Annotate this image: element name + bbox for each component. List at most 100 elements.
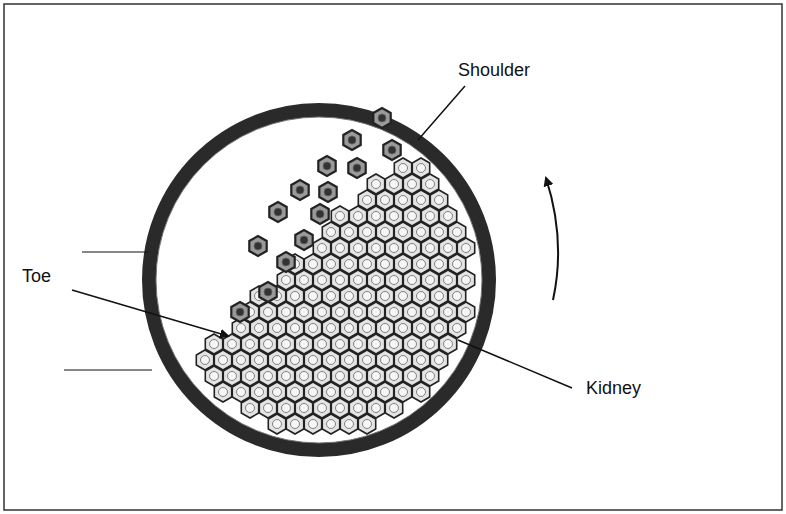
stray-line bbox=[82, 251, 148, 252]
particle-core bbox=[273, 420, 282, 429]
particle-core bbox=[372, 212, 381, 221]
particle-core bbox=[318, 308, 327, 317]
particle-core bbox=[381, 260, 390, 269]
particle-core bbox=[426, 276, 435, 285]
particle-core bbox=[236, 308, 244, 316]
particle-core bbox=[399, 228, 408, 237]
particle-core bbox=[345, 420, 354, 429]
particle-core bbox=[408, 212, 417, 221]
particle-core bbox=[435, 356, 444, 365]
particle-core bbox=[246, 372, 255, 381]
particle-core bbox=[210, 340, 219, 349]
particle-core bbox=[273, 388, 282, 397]
particle-core bbox=[372, 372, 381, 381]
particle-core bbox=[381, 388, 390, 397]
particle-core bbox=[336, 308, 345, 317]
particle-core bbox=[354, 404, 363, 413]
particle-core bbox=[291, 388, 300, 397]
particle-core bbox=[372, 340, 381, 349]
particle-core bbox=[462, 244, 471, 253]
particle-core bbox=[372, 404, 381, 413]
particle-core bbox=[282, 372, 291, 381]
particle-core bbox=[282, 340, 291, 349]
particle-core bbox=[291, 420, 300, 429]
particle-core bbox=[390, 372, 399, 381]
particle-core bbox=[291, 292, 300, 301]
particle-core bbox=[318, 276, 327, 285]
particle-core bbox=[237, 356, 246, 365]
particle-core bbox=[417, 292, 426, 301]
particle-core bbox=[363, 324, 372, 333]
particle-core bbox=[363, 260, 372, 269]
particle-core bbox=[408, 244, 417, 253]
particle bbox=[383, 140, 400, 160]
particle-core bbox=[399, 388, 408, 397]
particle bbox=[358, 414, 375, 434]
particle-core bbox=[291, 356, 300, 365]
particle-core bbox=[264, 404, 273, 413]
particle-core bbox=[426, 244, 435, 253]
particle-core bbox=[417, 388, 426, 397]
particle-core bbox=[318, 404, 327, 413]
particle-core bbox=[399, 324, 408, 333]
particle-core bbox=[273, 324, 282, 333]
particle-core bbox=[228, 372, 237, 381]
particle-core bbox=[309, 420, 318, 429]
particle-core bbox=[336, 244, 345, 253]
particle-core bbox=[354, 244, 363, 253]
particle-core bbox=[363, 292, 372, 301]
particle-core bbox=[327, 388, 336, 397]
particle-core bbox=[327, 420, 336, 429]
particle-core bbox=[353, 164, 361, 172]
particle-core bbox=[309, 388, 318, 397]
particle-core bbox=[354, 340, 363, 349]
particle-core bbox=[408, 308, 417, 317]
particle-core bbox=[390, 308, 399, 317]
particle-core bbox=[254, 242, 262, 250]
leader-line bbox=[418, 86, 465, 140]
particle-core bbox=[237, 388, 246, 397]
particle bbox=[241, 398, 258, 418]
particle-core bbox=[296, 186, 304, 194]
particle-core bbox=[435, 292, 444, 301]
particle-core bbox=[345, 356, 354, 365]
particle-core bbox=[453, 324, 462, 333]
particle-core bbox=[408, 340, 417, 349]
particle-core bbox=[388, 146, 396, 154]
particle-core bbox=[381, 292, 390, 301]
particle-core bbox=[354, 372, 363, 381]
particle-core bbox=[318, 244, 327, 253]
particle-core bbox=[417, 228, 426, 237]
particle bbox=[340, 414, 357, 434]
particle-core bbox=[390, 276, 399, 285]
particle-core bbox=[381, 228, 390, 237]
particle-core bbox=[426, 372, 435, 381]
particle-core bbox=[345, 324, 354, 333]
particle-core bbox=[300, 372, 309, 381]
particle-core bbox=[323, 162, 331, 170]
particle-core bbox=[399, 260, 408, 269]
particle-core bbox=[327, 324, 336, 333]
particle-core bbox=[318, 340, 327, 349]
particle-core bbox=[309, 260, 318, 269]
particle bbox=[295, 230, 312, 250]
particle-core bbox=[324, 188, 332, 196]
particle-core bbox=[381, 324, 390, 333]
particle-core bbox=[282, 308, 291, 317]
particle-core bbox=[390, 180, 399, 189]
particle-core bbox=[219, 356, 228, 365]
particle-core bbox=[444, 308, 453, 317]
particle-core bbox=[363, 356, 372, 365]
particle-core bbox=[348, 136, 356, 144]
particle-core bbox=[228, 340, 237, 349]
particle-core bbox=[327, 292, 336, 301]
particle-core bbox=[201, 356, 210, 365]
particle-core bbox=[210, 372, 219, 381]
particle bbox=[259, 282, 276, 302]
particle-core bbox=[300, 308, 309, 317]
particle bbox=[311, 204, 328, 224]
particle-core bbox=[363, 196, 372, 205]
particle-core bbox=[255, 388, 264, 397]
particle-core bbox=[444, 340, 453, 349]
part-label: Shoulder bbox=[456, 60, 532, 81]
